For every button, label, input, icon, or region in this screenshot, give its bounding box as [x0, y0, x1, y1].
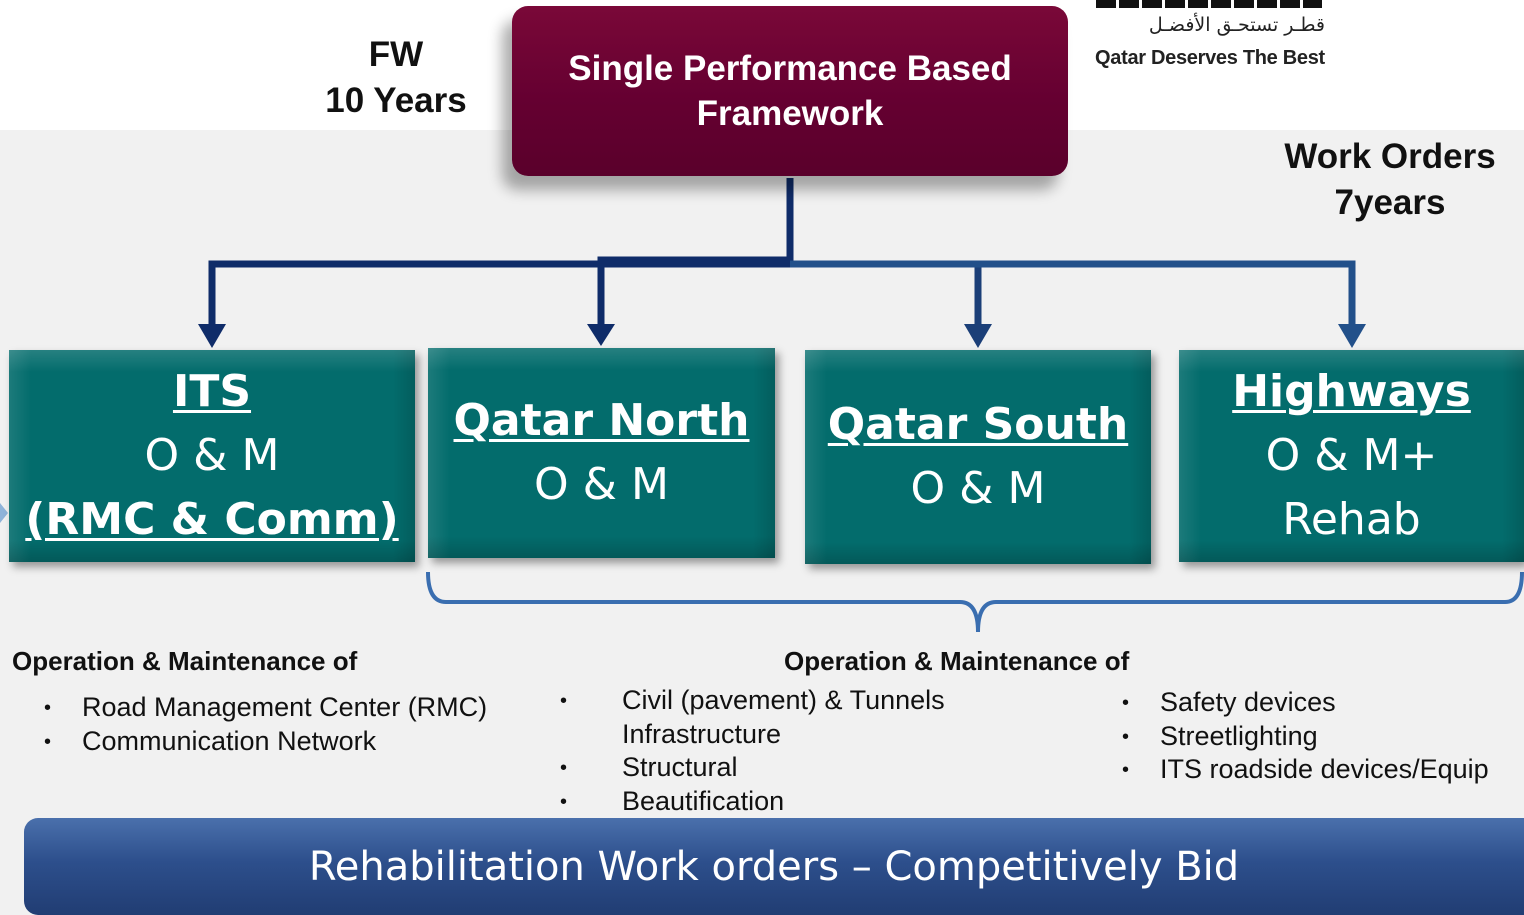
contract-title: Qatar South — [827, 399, 1129, 450]
framework-title-line1: Single Performance Based — [568, 49, 1012, 88]
framework-box: Single Performance Based Framework — [512, 6, 1068, 176]
contract-subtitle: O & M — [144, 430, 280, 481]
list-item-text: ITS roadside devices/Equip — [1160, 754, 1489, 784]
arrowhead-north — [587, 324, 615, 346]
logo-stripe — [1096, 0, 1322, 8]
work-orders-line2: 7years — [1334, 183, 1446, 222]
contract-subtitle: O & M — [534, 459, 669, 510]
contract-subtitle: O & M — [910, 463, 1046, 514]
right-section-list-civil: • Civil (pavement) & Tunnels Infrastructu… — [560, 684, 945, 818]
contract-box-highways: Highways O & M+ Rehab — [1179, 350, 1524, 562]
bullet: • — [1122, 692, 1130, 714]
fw-label-line1: FW — [368, 35, 424, 74]
right-section-list-devices: • Safety devices • Streetlighting • ITS roa… — [1122, 686, 1489, 787]
contract-title: Qatar North — [453, 395, 750, 446]
list-item: • ITS roadside devices/Equip — [1122, 753, 1489, 787]
arrowhead-highways — [1338, 324, 1366, 348]
connector-south — [790, 260, 982, 326]
contract-box-qatar-south: Qatar South O & M — [805, 350, 1151, 564]
left-edge-marker — [0, 503, 8, 523]
bullet: • — [560, 690, 568, 712]
list-item: • Structural — [560, 751, 945, 785]
list-item-text: Communication Network — [82, 725, 377, 756]
logo-english-text: Qatar Deserves The Best — [1095, 47, 1325, 69]
right-section-heading: Operation & Maintenance of — [784, 646, 1130, 676]
contract-scope: (RMC & Comm) — [25, 494, 399, 545]
tree-connectors — [208, 178, 1356, 326]
list-item-text: Structural — [622, 752, 738, 782]
contract-subtitle: O & M+ — [1265, 430, 1438, 481]
list-item: • Road Management Center (RMC) — [44, 691, 487, 725]
bullet: • — [44, 730, 52, 753]
work-orders-label: Work Orders 7years — [1268, 134, 1512, 226]
connector-north — [597, 256, 794, 326]
contract-title: ITS — [172, 366, 252, 417]
list-item: • Beautification — [560, 785, 945, 819]
list-item-text: Infrastructure — [622, 718, 782, 749]
contract-title: Highways — [1232, 366, 1471, 417]
list-item-text: Safety devices — [1160, 687, 1336, 717]
list-item-text: Road Management Center (RMC) — [82, 692, 488, 722]
work-orders-line1: Work Orders — [1284, 137, 1496, 176]
list-item-text: Civil (pavement) & Tunnels — [622, 685, 945, 715]
connector-its — [208, 178, 794, 326]
rehabilitation-bar-text: Rehabilitation Work orders – Competitive… — [308, 843, 1240, 890]
list-item-continuation: Infrastructure — [560, 718, 945, 752]
list-item: • Safety devices — [1122, 686, 1489, 720]
bullet: • — [44, 697, 52, 719]
list-item: • Streetlighting — [1122, 720, 1489, 754]
list-item-text: Beautification — [622, 785, 785, 816]
group-brace — [426, 571, 1524, 633]
qatar-logo: قطـر تستحـق الأفضـل Qatar Deserves The B… — [1093, 0, 1328, 75]
framework-title-line2: Framework — [696, 94, 884, 133]
bullet: • — [1122, 759, 1130, 781]
rehabilitation-bar: Rehabilitation Work orders – Competitive… — [24, 818, 1524, 915]
list-item: • Communication Network — [44, 725, 487, 759]
connector-arrowheads — [198, 324, 1366, 348]
arrowhead-its — [198, 324, 226, 348]
left-section-heading: Operation & Maintenance of — [12, 646, 358, 676]
bullet: • — [560, 757, 568, 779]
fw-label-line2: 10 Years — [325, 81, 467, 120]
contract-box-qatar-north: Qatar North O & M — [428, 348, 775, 558]
bullet: • — [560, 790, 568, 813]
bullet: • — [1122, 725, 1130, 748]
list-item-text: Streetlighting — [1160, 720, 1318, 751]
contract-box-its: ITS O & M (RMC & Comm) — [9, 350, 415, 562]
framework-duration-label: FW 10 Years — [310, 32, 482, 124]
left-section-list: • Road Management Center (RMC) • Communica… — [44, 691, 487, 758]
arrowhead-south — [964, 324, 992, 348]
list-item: • Civil (pavement) & Tunnels — [560, 684, 945, 718]
logo-arabic-text: قطـر تستحـق الأفضـل — [1148, 14, 1325, 36]
contract-scope: Rehab — [1282, 494, 1421, 545]
connector-highways — [790, 260, 1356, 326]
